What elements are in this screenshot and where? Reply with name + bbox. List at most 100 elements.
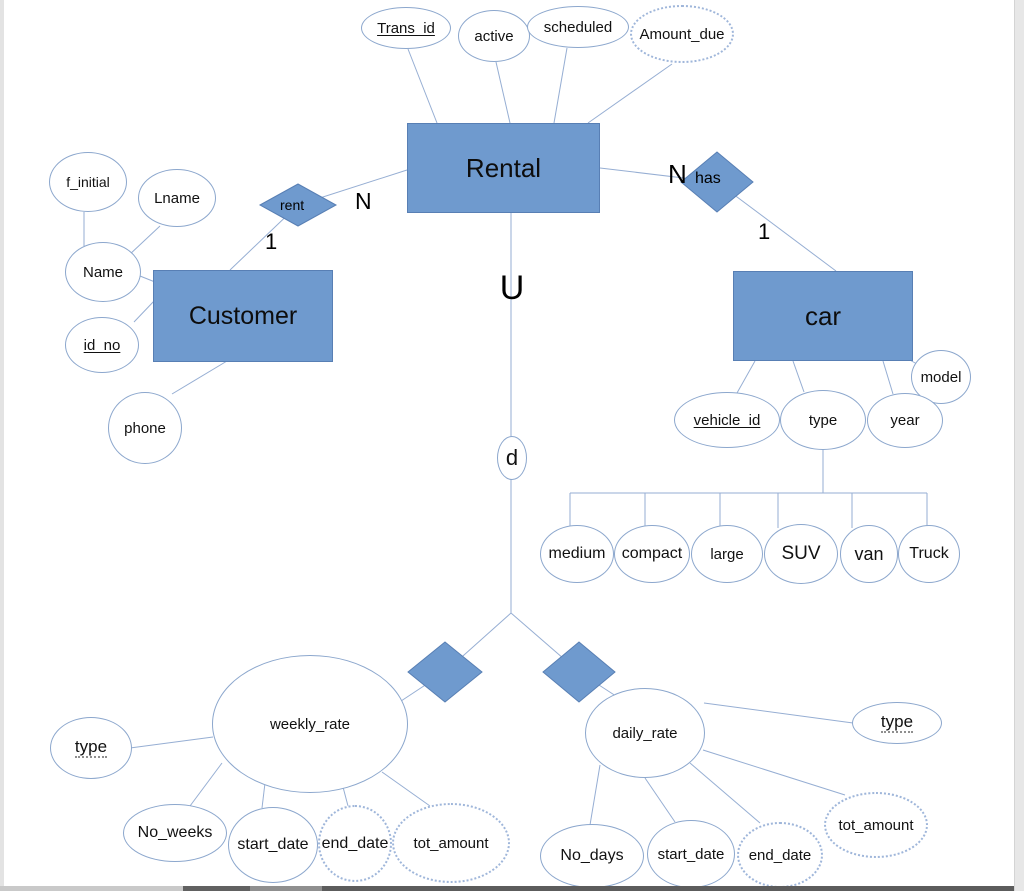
type-value-large-label: large (710, 545, 744, 563)
weekly-subtype-diamond[interactable] (407, 641, 483, 703)
cardinality-rent-customer-side: 1 (265, 229, 278, 254)
connector-weekly-enddate (342, 786, 349, 807)
type-value-van[interactable]: van (840, 525, 898, 583)
attribute-daily-type[interactable]: type (852, 702, 942, 744)
attribute-no-weeks[interactable]: No_weeks (123, 804, 227, 862)
attribute-daily-start-date-label: start_date (657, 845, 725, 863)
type-value-medium-label: medium (548, 545, 606, 562)
disjoint-circle[interactable]: d (497, 436, 527, 480)
attribute-name-label: Name (82, 263, 123, 281)
attribute-weekly-start-date-label: start_date (237, 836, 309, 853)
connector-weekly-type (129, 736, 214, 749)
attribute-weekly-start-date[interactable]: start_date (228, 807, 318, 883)
attribute-no-days-label: No_days (560, 847, 624, 864)
rent-diamond-label: rent (280, 197, 305, 213)
bottom-scrollbar-segment[interactable] (250, 886, 322, 891)
subtype-daily-rate[interactable]: daily_rate (585, 688, 705, 778)
entity-customer-label: Customer (188, 301, 298, 330)
attribute-trans-id-label: Trans_id (377, 19, 435, 37)
daily-subtype-diamond[interactable] (542, 641, 616, 703)
type-value-large[interactable]: large (691, 525, 763, 583)
cardinality-has-car-side: 1 (758, 219, 771, 244)
cardinality-has-rental-side: N (668, 159, 687, 189)
connector-weekly-totamount (381, 771, 431, 807)
rent-diamond[interactable] (258, 183, 338, 227)
subtype-weekly-rate[interactable]: weekly_rate (212, 655, 408, 793)
type-value-van-label: van (854, 543, 884, 564)
entity-customer[interactable]: Customer (153, 270, 333, 362)
attribute-scheduled[interactable]: scheduled (527, 6, 629, 48)
type-value-compact[interactable]: compact (614, 525, 690, 583)
connector-daily-totamount (702, 749, 846, 796)
attribute-no-weeks-label: No_weeks (137, 824, 213, 841)
cardinality-rent-rental-side: N (355, 188, 372, 214)
has-diamond-label: has (695, 170, 721, 187)
connector-transid-rental (407, 48, 438, 124)
attribute-f-initial[interactable]: f_initial (49, 152, 127, 212)
entity-car[interactable]: car (733, 271, 913, 361)
connector-idno-customer (133, 299, 156, 323)
connector-lname-name (127, 225, 161, 257)
subtype-daily-rate-label: daily_rate (612, 724, 678, 742)
attribute-model-label: model (920, 368, 962, 386)
entity-rental-label: Rental (465, 152, 542, 183)
type-value-truck[interactable]: Truck (898, 525, 960, 583)
attribute-weekly-type-label: type (74, 737, 108, 759)
connector-daily-nodays (589, 764, 601, 826)
connector-scheduled-rental (553, 47, 568, 124)
attribute-car-type-label: type (808, 411, 838, 429)
attribute-daily-type-label: type (880, 712, 914, 734)
attribute-name[interactable]: Name (65, 242, 141, 302)
disjoint-label: d (505, 445, 519, 470)
attribute-lname[interactable]: Lname (138, 169, 216, 227)
attribute-trans-id[interactable]: Trans_id (361, 7, 451, 49)
attribute-active-label: active (474, 27, 514, 45)
attribute-daily-end-date[interactable]: end_date (737, 822, 823, 888)
entity-rental[interactable]: Rental (407, 123, 600, 213)
attribute-scheduled-label: scheduled (543, 18, 613, 36)
attribute-amount-due[interactable]: Amount_due (630, 5, 734, 63)
bottom-scrollbar[interactable] (0, 886, 1014, 891)
attribute-id-no[interactable]: id_no (65, 317, 139, 373)
attribute-daily-start-date[interactable]: start_date (647, 820, 735, 888)
bottom-scrollbar-segment[interactable] (183, 886, 250, 891)
attribute-active[interactable]: active (458, 10, 530, 62)
attribute-vehicle-id-label: vehicle_id (693, 411, 761, 429)
attribute-weekly-tot-amount-label: tot_amount (413, 834, 489, 852)
type-value-medium[interactable]: medium (540, 525, 614, 583)
connector-vehicleid-car (736, 360, 756, 394)
attribute-weekly-tot-amount[interactable]: tot_amount (392, 803, 510, 883)
attribute-weekly-end-date[interactable]: end_date (318, 805, 392, 882)
connector-name-customer (139, 275, 156, 283)
type-value-suv[interactable]: SUV (764, 524, 838, 584)
attribute-year[interactable]: year (867, 393, 943, 448)
connector-weekly-noweeks (189, 762, 223, 807)
connector-phone-customer (171, 360, 228, 395)
attribute-year-label: year (890, 412, 920, 429)
entity-car-label: car (804, 300, 842, 331)
type-value-truck-label: Truck (909, 545, 949, 562)
attribute-daily-tot-amount-label: tot_amount (838, 816, 914, 834)
attribute-phone[interactable]: phone (108, 392, 182, 464)
attribute-vehicle-id[interactable]: vehicle_id (674, 392, 780, 448)
attribute-lname-label: Lname (154, 189, 200, 207)
attribute-phone-label: phone (124, 419, 166, 437)
connector-daily-type (703, 702, 854, 724)
attribute-weekly-type[interactable]: type (50, 717, 132, 779)
connector-active-rental (495, 61, 511, 124)
attribute-no-days[interactable]: No_days (540, 824, 644, 888)
attribute-car-type[interactable]: type (780, 390, 866, 450)
connector-type-car (792, 360, 805, 393)
connector-daily-enddate (689, 762, 761, 824)
attribute-amount-due-label: Amount_due (639, 25, 725, 43)
connector-weekly-startdate (261, 782, 266, 809)
right-scrollbar-track[interactable] (1014, 0, 1024, 891)
type-value-compact-label: compact (621, 545, 683, 562)
bottom-scrollbar-segment[interactable] (322, 886, 1014, 891)
attribute-id-no-label: id_no (83, 336, 121, 354)
attribute-weekly-end-date-label: end_date (321, 834, 389, 852)
attribute-daily-tot-amount[interactable]: tot_amount (824, 792, 928, 858)
has-diamond[interactable] (680, 151, 754, 213)
